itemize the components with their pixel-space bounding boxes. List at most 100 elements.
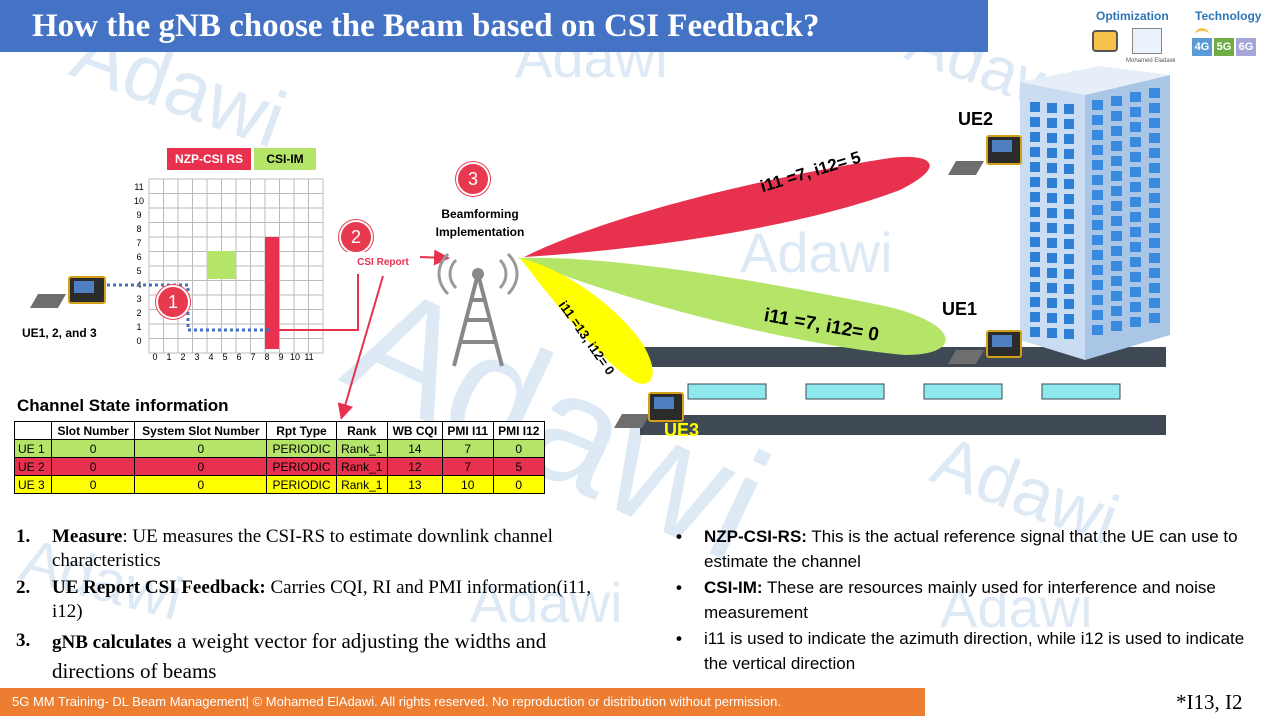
building-window bbox=[1111, 246, 1122, 256]
building-window bbox=[1047, 103, 1057, 113]
building-window bbox=[1149, 283, 1160, 293]
building-window bbox=[1030, 147, 1040, 157]
building-window bbox=[1092, 295, 1103, 305]
grid-x-label: 8 bbox=[264, 352, 270, 362]
nzp-csi-rs-resource bbox=[265, 237, 279, 349]
building-window bbox=[1130, 242, 1141, 252]
building-window bbox=[1092, 205, 1103, 215]
list-item: 2. UE Report CSI Feedback: Carries CQI, … bbox=[16, 576, 596, 624]
grid-x-label: 9 bbox=[278, 352, 284, 362]
building-window bbox=[1064, 239, 1074, 249]
grid-y-label: 5 bbox=[136, 266, 142, 276]
grid-x-label: 3 bbox=[194, 352, 200, 362]
building-window bbox=[1030, 237, 1040, 247]
table-header-cell: PMI I12 bbox=[492, 421, 546, 440]
building-window bbox=[1149, 193, 1160, 203]
building-window bbox=[1030, 222, 1040, 232]
ue2-label: UE2 bbox=[958, 109, 994, 129]
building-window bbox=[1047, 268, 1057, 278]
gnb-tower-icon bbox=[437, 252, 519, 367]
building-window bbox=[1092, 220, 1103, 230]
phone-icon bbox=[986, 135, 1022, 165]
building-window bbox=[1030, 207, 1040, 217]
building-window bbox=[1130, 137, 1141, 147]
building-window bbox=[1149, 163, 1160, 173]
list-item-text: a weight vector for adjusting the widths… bbox=[52, 629, 547, 683]
grid-x-label: 1 bbox=[166, 352, 172, 362]
building-window bbox=[1092, 235, 1103, 245]
dashboard-icon bbox=[1132, 28, 1162, 54]
grid-x-label: 10 bbox=[289, 352, 300, 362]
building-window bbox=[1130, 152, 1141, 162]
grid-x-label: 5 bbox=[222, 352, 228, 362]
table-cell: 0 bbox=[134, 439, 268, 458]
building-window bbox=[1130, 122, 1141, 132]
table-cell: PERIODIC bbox=[266, 457, 337, 476]
building-window bbox=[1092, 160, 1103, 170]
building-window bbox=[1092, 190, 1103, 200]
building-window bbox=[1064, 254, 1074, 264]
building-window bbox=[1064, 149, 1074, 159]
building-window bbox=[1092, 265, 1103, 275]
building-window bbox=[1130, 107, 1141, 117]
table-cell: 7 bbox=[441, 457, 494, 476]
phone-icon bbox=[648, 392, 684, 422]
building-window bbox=[1130, 212, 1141, 222]
list-item: • i11 is used to indicate the azimuth di… bbox=[676, 626, 1256, 676]
building-window bbox=[1111, 321, 1122, 331]
logo-author: Mohamed Eladawi bbox=[1126, 58, 1176, 64]
tag-4g: 4G bbox=[1192, 38, 1212, 56]
building-window bbox=[1111, 261, 1122, 271]
table-cell: 0 bbox=[492, 475, 546, 494]
building-window bbox=[1047, 178, 1057, 188]
table-header-cell: System Slot Number bbox=[134, 421, 268, 440]
building-window bbox=[1130, 317, 1141, 327]
building-window bbox=[1064, 329, 1074, 339]
building-window bbox=[1130, 197, 1141, 207]
phone-icon bbox=[986, 330, 1022, 358]
table-cell: 10 bbox=[441, 475, 494, 494]
building-window bbox=[1064, 164, 1074, 174]
list-number: 3. bbox=[16, 630, 31, 651]
legend-nzp-csi-rs: NZP-CSI RS bbox=[167, 148, 251, 170]
table-header-cell: Rank bbox=[335, 421, 388, 440]
building-window bbox=[1130, 272, 1141, 282]
camera-icon bbox=[1092, 30, 1118, 52]
building-window bbox=[1111, 171, 1122, 181]
building-window bbox=[1111, 231, 1122, 241]
building-window bbox=[1130, 302, 1141, 312]
list-item-bold: gNB calculates bbox=[52, 632, 172, 653]
building-side bbox=[1085, 75, 1170, 360]
table-cell: PERIODIC bbox=[266, 439, 337, 458]
footnote: *I13, I2 bbox=[1176, 690, 1243, 714]
building-window bbox=[1047, 118, 1057, 128]
building-window bbox=[1149, 88, 1160, 98]
csi-report-arrow-to-table bbox=[337, 275, 384, 420]
building-window bbox=[1092, 310, 1103, 320]
building-top bbox=[1020, 66, 1170, 95]
road-marker bbox=[805, 383, 885, 400]
building-windows bbox=[1030, 88, 1160, 339]
building-window bbox=[1111, 186, 1122, 196]
numbered-list: 1. Measure: UE measures the CSI-RS to es… bbox=[16, 525, 596, 688]
building-window bbox=[1064, 314, 1074, 324]
building-window bbox=[1064, 299, 1074, 309]
building-window bbox=[1047, 208, 1057, 218]
building-window bbox=[1092, 250, 1103, 260]
footer: 5G MM Training- DL Beam Management| © Mo… bbox=[0, 688, 925, 716]
table-heading: Channel State information bbox=[17, 396, 229, 415]
grid-y-label: 11 bbox=[134, 182, 144, 192]
building-window bbox=[1030, 327, 1040, 337]
table-cell: 14 bbox=[386, 439, 443, 458]
building-window bbox=[1111, 306, 1122, 316]
beamforming-label: Beamforming Implementation bbox=[435, 207, 525, 239]
building-window bbox=[1064, 209, 1074, 219]
building-window bbox=[1064, 284, 1074, 294]
list-item-text: i11 is used to indicate the azimuth dire… bbox=[704, 629, 1245, 673]
building-window bbox=[1111, 291, 1122, 301]
table-cell: 0 bbox=[134, 457, 268, 476]
list-item: • NZP-CSI-RS: This is the actual referen… bbox=[676, 524, 1256, 574]
road-marker bbox=[923, 383, 1003, 400]
building-window bbox=[1092, 325, 1103, 335]
grid-y-label: 3 bbox=[136, 294, 142, 304]
